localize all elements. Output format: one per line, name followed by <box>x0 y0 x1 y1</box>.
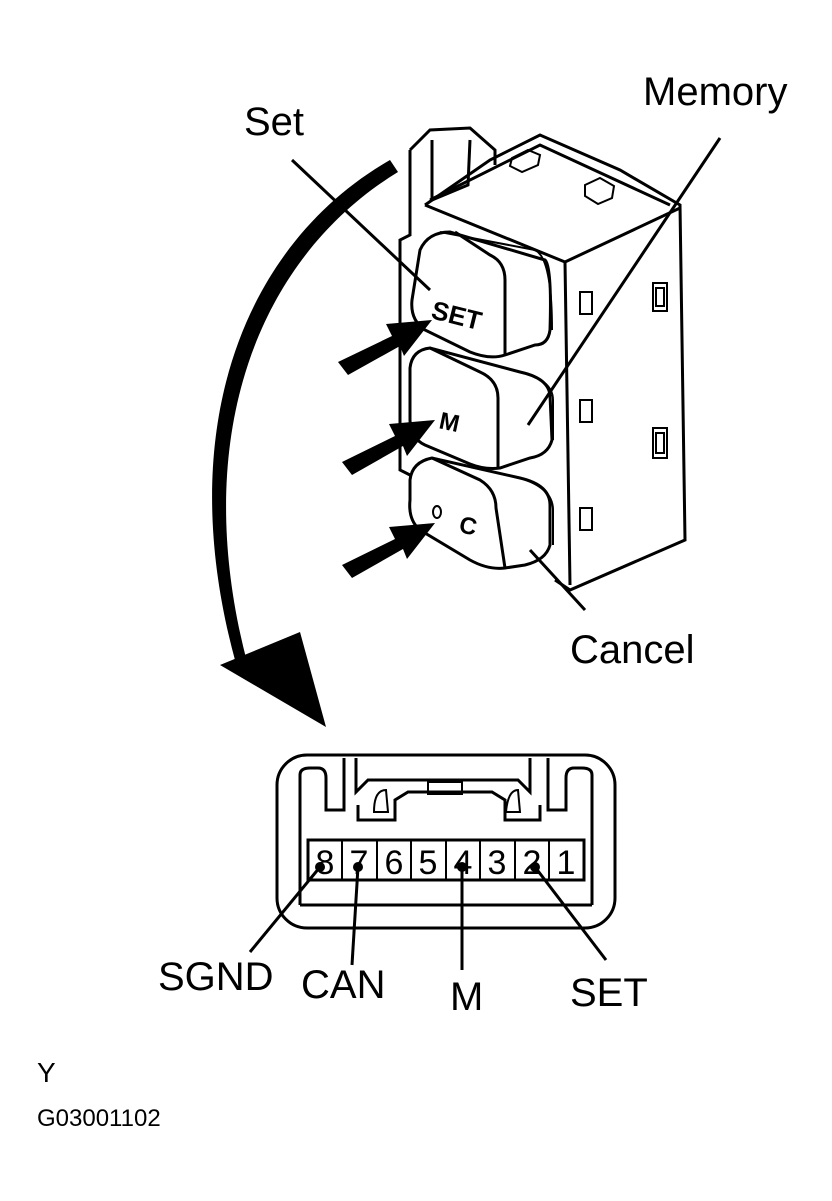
pin-1: 1 <box>557 844 576 882</box>
switch-housing <box>398 126 687 592</box>
m-label: M <box>450 975 483 1019</box>
can-label: CAN <box>301 963 385 1007</box>
figure-id: G03001102 <box>37 1105 161 1132</box>
set-label: Set <box>244 100 304 144</box>
press-arrow-cancel <box>342 523 435 578</box>
curved-arrow-to-connector <box>212 160 398 727</box>
pin-8: 8 <box>316 844 335 882</box>
press-arrow-memory <box>342 420 435 475</box>
sgnd-label: SGND <box>158 955 274 999</box>
cancel-button-text: C <box>457 511 480 541</box>
footer-code: Y <box>37 1057 56 1088</box>
pin-6: 6 <box>385 844 404 882</box>
pin-callouts <box>248 862 608 970</box>
memory-leader-line <box>526 137 722 426</box>
memory-button-text: M <box>437 407 462 438</box>
pin-5: 5 <box>419 844 438 882</box>
set-leader-line <box>290 158 432 292</box>
cancel-indicator-dot <box>432 505 442 519</box>
set-button-text: SET <box>429 295 485 336</box>
memory-label: Memory <box>643 70 787 114</box>
cancel-label: Cancel <box>570 628 695 672</box>
memory-button-illustration: M <box>408 346 554 470</box>
cancel-leader-line <box>528 548 587 612</box>
set-pin-label: SET <box>570 971 648 1015</box>
set-button-illustration: SET <box>410 230 553 359</box>
press-arrow-set <box>338 320 432 375</box>
pin-3: 3 <box>488 844 507 882</box>
connector-housing <box>275 753 617 930</box>
